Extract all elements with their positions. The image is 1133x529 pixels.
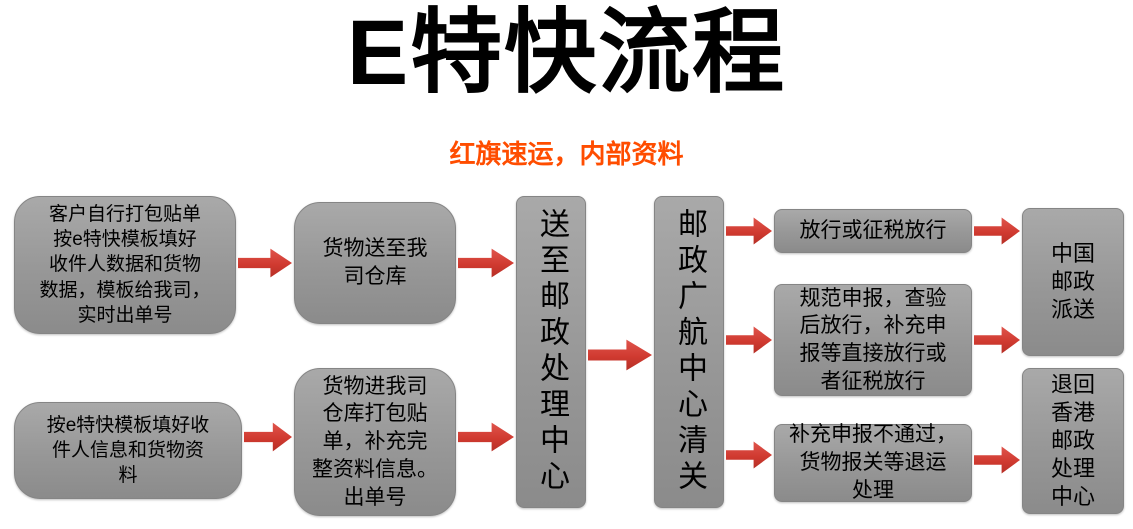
arrow-postal-to-customs [588, 339, 652, 371]
arrow-customs-to-release [726, 217, 772, 245]
node-goods-to-warehouse: 货物送至我 司仓库 [294, 202, 456, 324]
node-goods-in-warehouse-label: 货物进我司 仓库打包贴 单，补充完 整资料信息。 出单号 [312, 374, 438, 509]
node-release: 放行或征税放行 [774, 209, 972, 253]
node-template-fill: 按e特快模板填好收 件人信息和货物资 料 [14, 402, 242, 499]
arrow-customs-to-declare [726, 326, 772, 354]
arrow-customer-to-warehouse [238, 248, 292, 278]
node-china-post-label: 中国 邮政 派送 [1050, 240, 1095, 323]
page-title: E特快流程 [346, 2, 787, 104]
arrow-release-to-chinapost [974, 217, 1020, 245]
arrow-customs-to-fail [726, 441, 772, 469]
node-china-post: 中国 邮政 派送 [1022, 208, 1124, 356]
node-customs-clearance: 邮政广航中心清关 [654, 196, 724, 508]
node-customer-pack: 客户自行打包贴单 按e特快模板填好 收件人数据和货物 数据，模板给我司， 实时出… [14, 196, 236, 334]
node-return-hk: 退回 香港 邮政 处理 中心 [1022, 368, 1124, 514]
node-return-hk-label: 退回 香港 邮政 处理 中心 [1050, 371, 1095, 510]
arrow-declare-to-chinapost [974, 326, 1020, 354]
node-goods-to-warehouse-label: 货物送至我 司仓库 [322, 237, 428, 288]
arrow-fail-to-returnhk [974, 446, 1020, 474]
arrow-template-to-warehouse [244, 422, 292, 452]
node-customs-clearance-label: 邮政广航中心清关 [673, 208, 706, 496]
node-declare-fail-label: 补充申报不通过， 货物报关等退运 处理 [789, 423, 957, 502]
node-customer-pack-label: 客户自行打包贴单 按e特快模板填好 收件人数据和货物 数据，模板给我司， 实时出… [39, 204, 211, 326]
node-declare-label: 规范申报，查验 后放行，补充申 报等直接放行或 者征税放行 [799, 286, 947, 393]
node-release-label: 放行或征税放行 [799, 219, 947, 243]
arrow-warehouse-to-postal [458, 248, 514, 278]
node-postal-center-label: 送至邮政处理中心 [535, 208, 568, 496]
node-postal-center: 送至邮政处理中心 [516, 196, 586, 508]
node-declare-fail: 补充申报不通过， 货物报关等退运 处理 [774, 423, 972, 502]
node-declare: 规范申报，查验 后放行，补充申 报等直接放行或 者征税放行 [774, 284, 972, 396]
page-subtitle: 红旗速运，内部资料 [449, 139, 684, 169]
node-goods-in-warehouse: 货物进我司 仓库打包贴 单，补充完 整资料信息。 出单号 [294, 368, 456, 516]
node-template-fill-label: 按e特快模板填好收 件人信息和货物资 料 [46, 414, 210, 487]
arrow-warehouse2-to-postal [458, 422, 514, 452]
